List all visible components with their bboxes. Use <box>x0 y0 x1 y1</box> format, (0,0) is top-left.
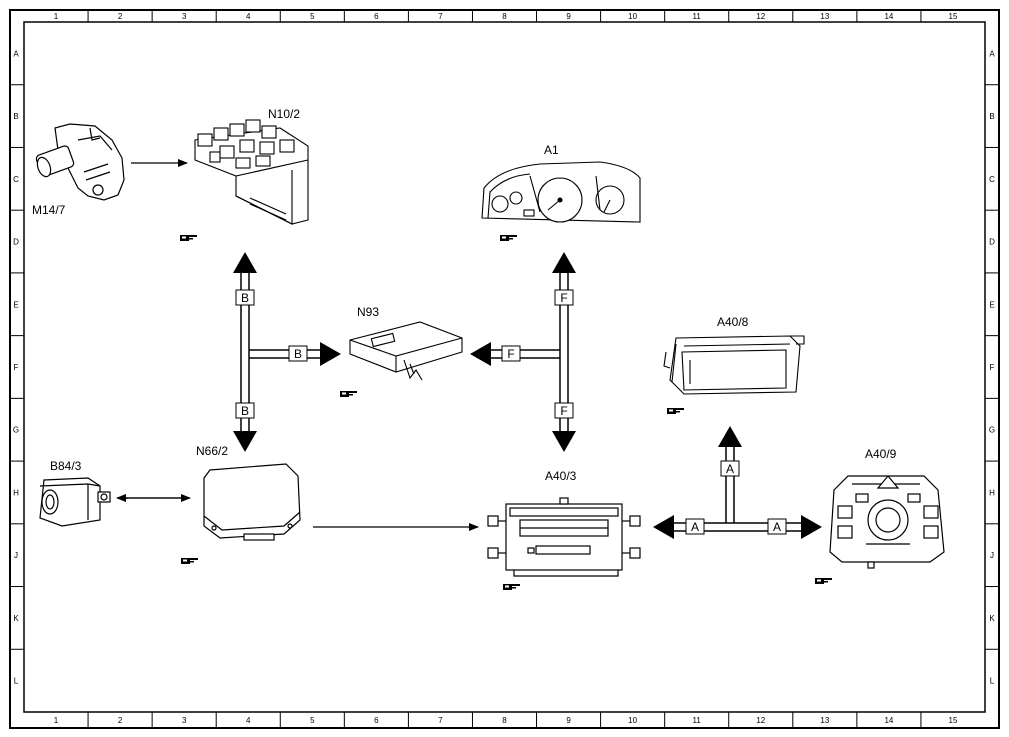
ruler-column-label: 14 <box>884 716 893 725</box>
ruler-column-label: 6 <box>374 12 379 21</box>
component-a1 <box>481 161 641 223</box>
label-n93: N93 <box>357 305 379 319</box>
component-a40-3 <box>487 497 641 577</box>
ruler-row-label: B <box>989 112 994 121</box>
frame <box>9 9 1000 729</box>
label-n10-2: N10/2 <box>268 107 300 121</box>
label-a40-9: A40/9 <box>865 447 897 461</box>
ruler-column-label: 1 <box>54 716 59 725</box>
component-m14-7 <box>35 123 125 201</box>
ruler-row-label: D <box>13 238 19 247</box>
ruler-row-label: K <box>989 614 995 623</box>
ruler-column-label: 8 <box>502 12 507 21</box>
ruler-column-label: 2 <box>118 716 123 725</box>
ruler-left: A B C D E F G H J K L <box>10 49 24 686</box>
connector-b-right: B <box>294 347 302 361</box>
ruler-row-label: A <box>13 49 19 58</box>
connector-f-top: F <box>560 291 567 305</box>
ruler-column-label: 9 <box>566 12 571 21</box>
ruler-row-label: E <box>989 300 994 309</box>
ruler-column-label: 3 <box>182 12 187 21</box>
ruler-column-label: 13 <box>820 716 829 725</box>
ruler-column-label: 14 <box>884 12 893 21</box>
ruler-row-label: B <box>13 112 18 121</box>
reference-hand-icon <box>667 408 684 414</box>
ruler-column-label: 5 <box>310 12 315 21</box>
ruler-column-label: 7 <box>438 12 443 21</box>
connector-a-top: A <box>726 462 734 476</box>
ruler-column-label: 15 <box>949 12 958 21</box>
ruler-column-label: 13 <box>820 12 829 21</box>
ruler-row-label: G <box>13 426 19 435</box>
ruler-right: A B C D E F G H J K L <box>985 49 999 686</box>
component-a40-9 <box>829 475 945 569</box>
ruler-row-label: F <box>14 363 19 372</box>
ruler-row-label: C <box>989 175 995 184</box>
ruler-column-label: 3 <box>182 716 187 725</box>
ruler-column-label: 12 <box>756 12 765 21</box>
component-n66-2 <box>203 463 301 541</box>
connector-f-bottom: F <box>560 404 567 418</box>
component-b84-3 <box>39 477 111 527</box>
label-m14-7: M14/7 <box>32 203 66 217</box>
ruler-column-label: 1 <box>54 12 59 21</box>
ruler-column-label: 7 <box>438 716 443 725</box>
ruler-column-label: 8 <box>502 716 507 725</box>
ruler-row-label: K <box>13 614 19 623</box>
label-n66-2: N66/2 <box>196 444 228 458</box>
reference-hand-icon <box>503 584 520 590</box>
ruler-column-label: 10 <box>628 716 637 725</box>
ruler-row-label: F <box>990 363 995 372</box>
reference-hand-icon <box>180 235 197 241</box>
reference-hand-icon <box>340 391 357 397</box>
bus-a: A A A <box>653 426 822 539</box>
reference-hand-icon <box>500 235 517 241</box>
label-a40-8: A40/8 <box>717 315 749 329</box>
ruler-column-label: 2 <box>118 12 123 21</box>
ruler-row-label: L <box>990 677 995 686</box>
ruler-column-label: 6 <box>374 716 379 725</box>
label-a1: A1 <box>544 143 559 157</box>
connector-b-top: B <box>241 291 249 305</box>
ruler-row-label: A <box>989 49 995 58</box>
bus-f: F F F <box>470 252 576 452</box>
ruler-row-label: D <box>989 238 995 247</box>
label-b84-3: B84/3 <box>50 459 82 473</box>
component-n93 <box>349 321 463 381</box>
reference-hand-icon <box>815 578 832 584</box>
ruler-row-label: G <box>989 426 995 435</box>
component-a40-8 <box>663 335 805 395</box>
ruler-row-label: E <box>13 300 18 309</box>
ruler-column-label: 11 <box>693 12 702 21</box>
ruler-row-label: H <box>13 488 19 497</box>
ruler-column-label: 4 <box>246 716 251 725</box>
ruler-row-label: C <box>13 175 19 184</box>
bus-b: B B B <box>233 252 341 452</box>
ruler-column-label: 10 <box>628 12 637 21</box>
thin-connections <box>116 159 479 531</box>
ruler-column-label: 5 <box>310 716 315 725</box>
reference-hand-icon <box>181 558 198 564</box>
connector-f-left: F <box>507 347 514 361</box>
ruler-row-label: L <box>14 677 19 686</box>
ruler-column-label: 15 <box>949 716 958 725</box>
ruler-column-label: 11 <box>693 716 702 725</box>
connector-b-bottom: B <box>241 404 249 418</box>
ruler-row-label: H <box>989 488 995 497</box>
ruler-column-label: 4 <box>246 12 251 21</box>
connector-a-left: A <box>691 520 699 534</box>
ruler-row-label: J <box>990 551 994 560</box>
ruler-row-label: J <box>14 551 18 560</box>
connector-a-right: A <box>773 520 781 534</box>
ruler-column-label: 9 <box>566 716 571 725</box>
label-a40-3: A40/3 <box>545 469 577 483</box>
component-n10-2 <box>194 119 309 225</box>
ruler-column-label: 12 <box>756 716 765 725</box>
